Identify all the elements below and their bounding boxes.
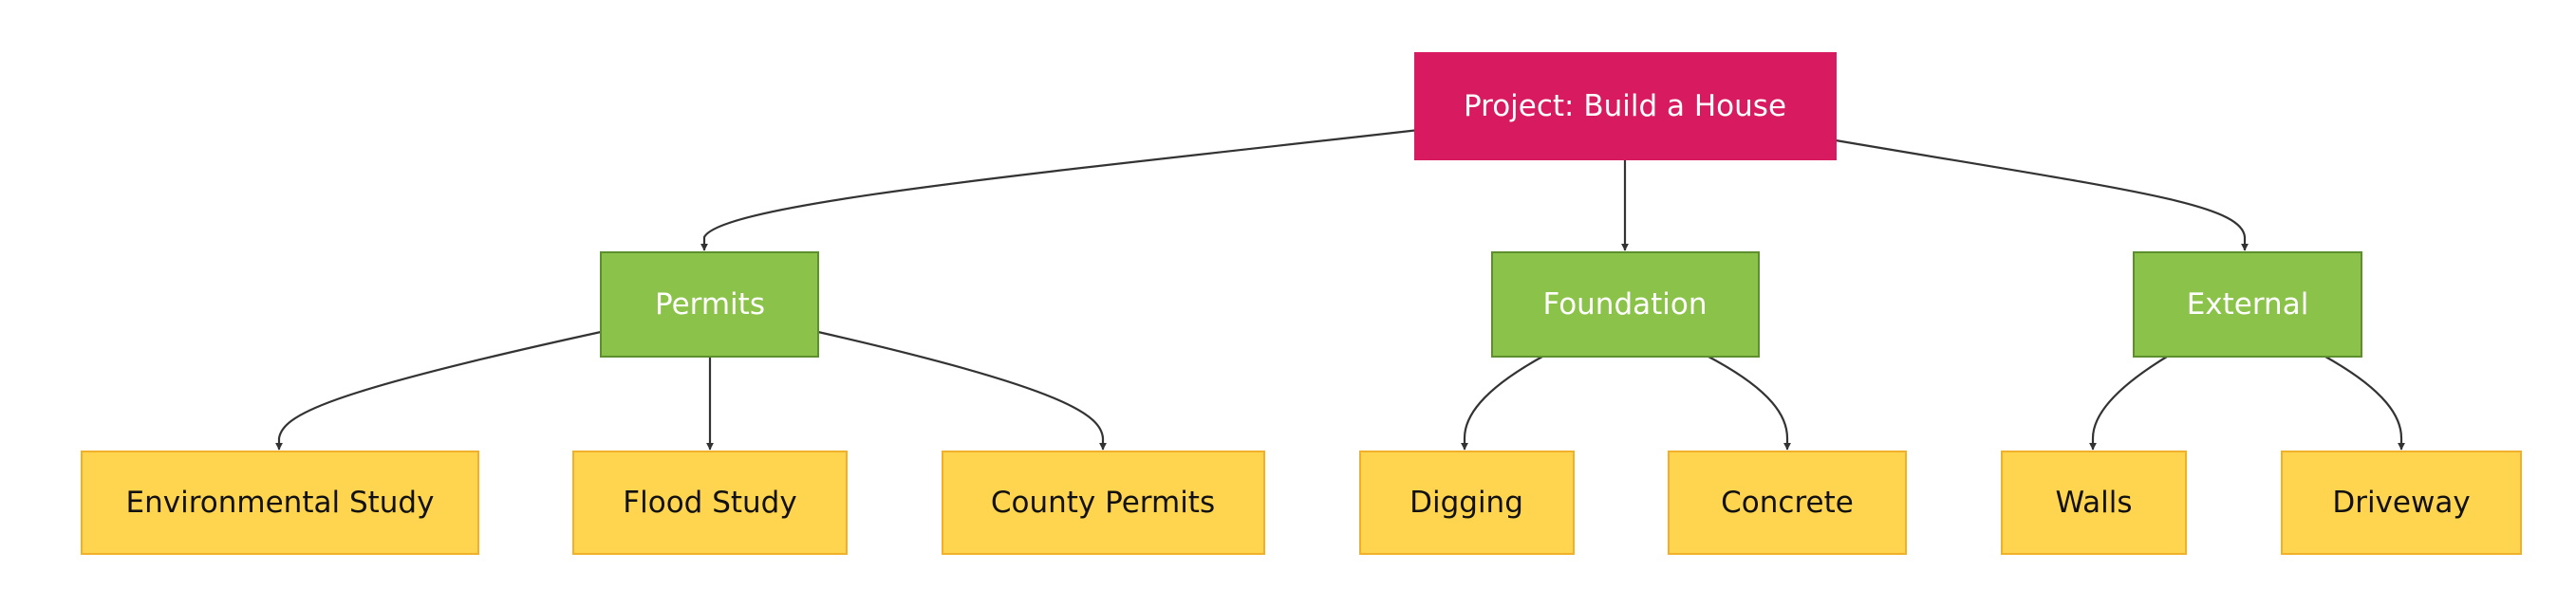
node-external: External: [2133, 251, 2362, 358]
node-external-label: External: [2187, 287, 2309, 322]
node-driveway-label: Driveway: [2332, 486, 2470, 520]
node-permits-label: Permits: [655, 287, 765, 322]
node-environmental-study-label: Environmental Study: [126, 486, 435, 520]
node-root-box: [1414, 52, 1837, 160]
edge-permits-environmental-study: [275, 330, 602, 451]
node-walls: Walls: [2001, 451, 2187, 555]
node-walls-label: Walls: [2055, 486, 2132, 520]
node-foundation-box: [1491, 251, 1760, 358]
node-environmental-study: Environmental Study: [81, 451, 479, 555]
node-digging-label: Digging: [1409, 486, 1523, 520]
node-concrete: Concrete: [1668, 451, 1907, 555]
edge-permits-county-permits: [817, 330, 1107, 451]
edge-external-walls: [2089, 356, 2168, 451]
edge-root-permits: [700, 128, 1420, 251]
node-county-permits-label: County Permits: [991, 486, 1215, 520]
node-flood-study-label: Flood Study: [623, 486, 796, 520]
node-foundation: Foundation: [1491, 251, 1760, 358]
node-county-permits: County Permits: [942, 451, 1265, 555]
node-root: Project: Build a House: [1414, 52, 1837, 160]
edge-root-external: [1835, 138, 2249, 251]
node-environmental-study-box: [81, 451, 479, 555]
node-concrete-label: Concrete: [1721, 486, 1854, 520]
node-root-label: Project: Build a House: [1464, 89, 1786, 123]
node-external-box: [2133, 251, 2362, 358]
node-foundation-label: Foundation: [1542, 287, 1707, 322]
edges: [275, 128, 2405, 451]
node-flood-study-box: [572, 451, 848, 555]
node-concrete-box: [1668, 451, 1907, 555]
edge-foundation-digging: [1461, 356, 1543, 451]
edge-foundation-concrete: [1708, 356, 1791, 451]
node-driveway: Driveway: [2281, 451, 2522, 555]
node-permits: Permits: [600, 251, 819, 358]
edge-external-driveway: [2324, 356, 2405, 451]
node-county-permits-box: [942, 451, 1265, 555]
node-walls-box: [2001, 451, 2187, 555]
node-flood-study: Flood Study: [572, 451, 848, 555]
node-digging: Digging: [1359, 451, 1575, 555]
node-permits-box: [600, 251, 819, 358]
node-driveway-box: [2281, 451, 2522, 555]
node-digging-box: [1359, 451, 1575, 555]
